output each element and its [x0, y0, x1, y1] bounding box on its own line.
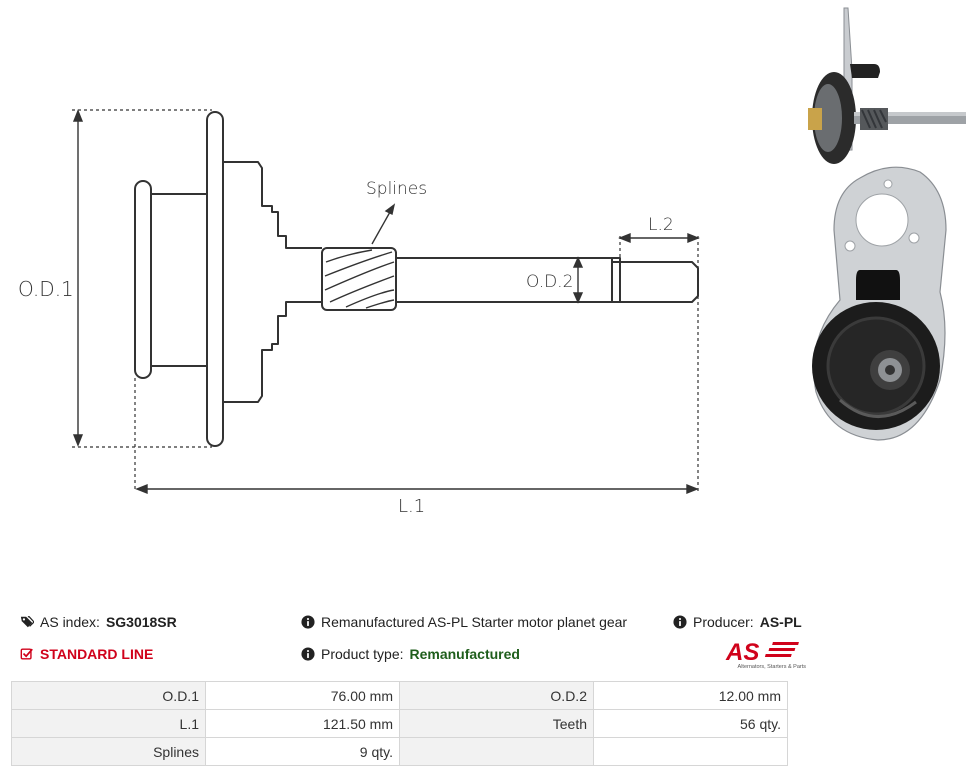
- standard-line-badge: STANDARD LINE: [20, 646, 153, 662]
- table-row: Splines 9 qty.: [11, 737, 788, 766]
- spec-value: [593, 737, 788, 766]
- spec-value: 56 qty.: [593, 709, 788, 738]
- spec-value: 121.50 mm: [205, 709, 400, 738]
- l2-label: L.2: [648, 215, 674, 235]
- shaft: [396, 257, 613, 303]
- product-photo-front: [812, 166, 947, 441]
- info-icon: [301, 647, 315, 661]
- logo-tagline: Alternators, Starters & Parts: [737, 664, 806, 670]
- description-text: Remanufactured AS-PL Starter motor plane…: [321, 614, 628, 630]
- producer-value: AS-PL: [759, 614, 802, 630]
- spec-value: 9 qty.: [205, 737, 400, 766]
- splines-gear: [321, 247, 397, 311]
- shaft-step: [612, 257, 621, 303]
- splines-label: Splines: [366, 179, 427, 199]
- product-info: AS index: SG3018SR STANDARD LINE Remanuf…: [20, 614, 806, 672]
- product-photos: [808, 7, 966, 441]
- check-square-icon: [20, 648, 33, 660]
- shaft-end: [619, 261, 699, 303]
- producer: Producer: AS-PL: [673, 614, 802, 630]
- housing: [223, 161, 322, 403]
- info-icon: [301, 615, 315, 629]
- as-index-label: AS index:: [40, 614, 100, 630]
- main-flange: [206, 111, 224, 447]
- table-row: O.D.1 76.00 mm O.D.2 12.00 mm: [11, 681, 788, 710]
- od2-label: O.D.2: [526, 272, 573, 292]
- as-pl-logo: AS Alternators, Starters & Parts: [716, 638, 806, 672]
- spec-label: Splines: [11, 737, 206, 766]
- spec-label: L.1: [11, 709, 206, 738]
- as-index: AS index: SG3018SR: [20, 614, 177, 630]
- standard-line-label: STANDARD LINE: [40, 646, 154, 662]
- product-type-label: Product type:: [321, 646, 404, 662]
- spec-value: 12.00 mm: [593, 681, 788, 710]
- table-row: L.1 121.50 mm Teeth 56 qty.: [11, 709, 788, 738]
- spec-label: [399, 737, 594, 766]
- as-index-value: SG3018SR: [105, 614, 177, 630]
- spec-label: O.D.2: [399, 681, 594, 710]
- technical-drawing: O.D.1 O.D.2 L.1 L.2 Splines: [18, 109, 700, 517]
- product-photo-side: [808, 7, 966, 164]
- od1-label: O.D.1: [18, 277, 74, 301]
- drum-body: [151, 193, 208, 367]
- description: Remanufactured AS-PL Starter motor plane…: [301, 614, 627, 630]
- producer-label: Producer:: [693, 614, 754, 630]
- spec-label: O.D.1: [11, 681, 206, 710]
- specs-table: O.D.1 76.00 mm O.D.2 12.00 mm L.1 121.50…: [11, 681, 788, 766]
- l1-label: L.1: [398, 496, 425, 517]
- tags-icon: [20, 616, 34, 628]
- product-type-value: Remanufactured: [409, 646, 520, 662]
- info-icon: [673, 615, 687, 629]
- spec-label: Teeth: [399, 709, 594, 738]
- logo-text: AS: [725, 639, 759, 664]
- as-logo-mark: AS: [725, 639, 799, 666]
- product-type: Product type: Remanufactured: [301, 646, 520, 662]
- rear-flange: [134, 180, 152, 379]
- spec-value: 76.00 mm: [205, 681, 400, 710]
